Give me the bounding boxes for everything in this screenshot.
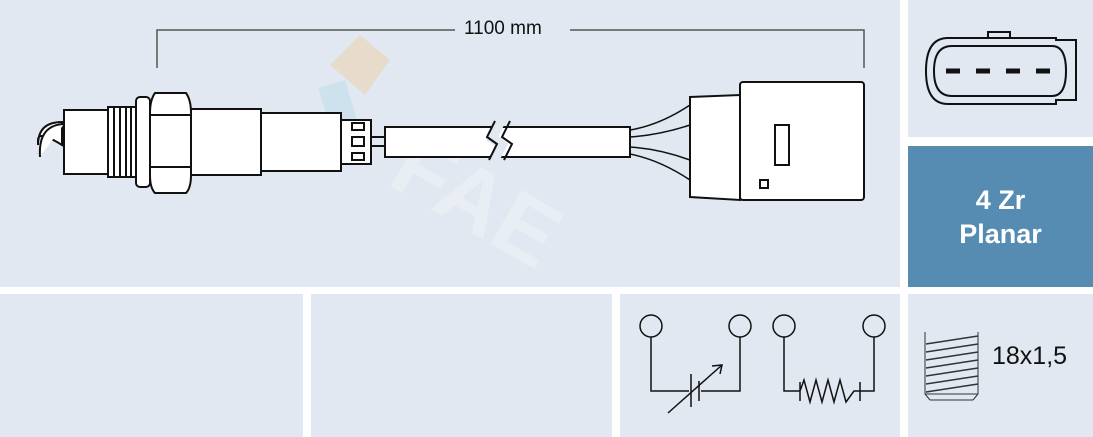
cable-length-label: 1100 mm xyxy=(458,18,548,40)
connector-plug xyxy=(689,93,741,202)
variable-capacitor-icon xyxy=(639,314,752,414)
hex-nut xyxy=(149,92,192,194)
connector-face-panel xyxy=(908,0,1093,137)
thread-size-panel: 18x1,5 xyxy=(908,294,1093,437)
heater-resistor-icon xyxy=(772,314,886,405)
circuit-symbols-panel xyxy=(620,294,900,437)
sensor-drawing-panel: FAE 1100 mm xyxy=(0,0,900,287)
empty-panel-1 xyxy=(0,294,303,437)
oxygen-sensor-drawing: FAE xyxy=(37,29,865,202)
thread-icon xyxy=(924,332,979,401)
sensor-type-line2: Planar xyxy=(959,218,1042,249)
empty-panel-2 xyxy=(311,294,612,437)
dimension-line xyxy=(156,29,455,68)
thread-size-label: 18x1,5 xyxy=(992,342,1068,370)
sensor-type-line1: 4 Zr xyxy=(975,184,1026,215)
four-pin-connector-icon xyxy=(924,31,1077,105)
